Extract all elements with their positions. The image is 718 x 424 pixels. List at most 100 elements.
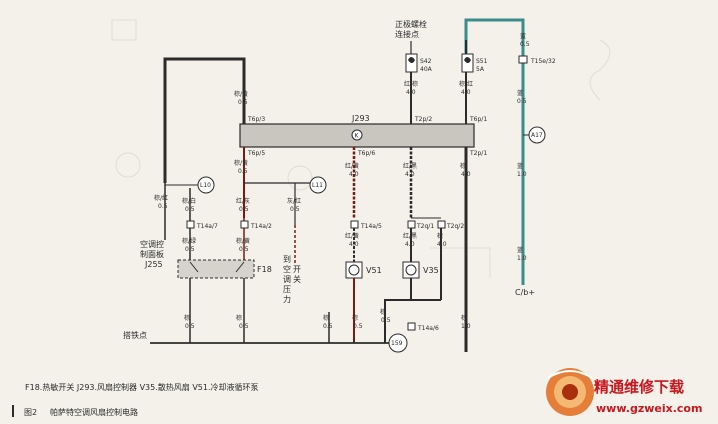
v51-label: V51 <box>366 266 382 275</box>
fuse-s51-name: S51 <box>476 58 488 65</box>
v35-label: V35 <box>423 266 439 275</box>
fuse-s42-rating: 40A <box>420 66 433 73</box>
motor-v51-icon <box>348 264 360 276</box>
svg-text:调: 调 <box>283 275 291 284</box>
motor-v51 <box>345 261 363 279</box>
wires-w8-size: 4.0 <box>461 171 471 178</box>
watermark-cn: 精通维修下载 <box>594 378 684 396</box>
marker-l11 <box>309 176 327 194</box>
svg-text:空: 空 <box>283 264 291 274</box>
wires-w12-color: 红/灰 <box>236 197 250 205</box>
wires-w11-color: 棕/白 <box>182 197 196 205</box>
j255-label-2: 制面板 <box>140 249 164 259</box>
wires-w18-color: 红/黄 <box>345 232 359 240</box>
wires-w21-color: 棕 <box>323 314 329 322</box>
wires-w16-color: 棕 <box>184 314 190 322</box>
wires-w24-color: 棕 <box>461 314 467 322</box>
j255-label-1: 空调控 <box>140 239 164 249</box>
pin-t6p1: T6p/1 <box>469 116 487 123</box>
wires-w5-size: 0.5 <box>238 168 248 175</box>
fuse-s51-rating: 5A <box>476 66 485 73</box>
caption-fig: 图2 <box>24 408 37 417</box>
pin-t2p1: T2p/1 <box>469 150 487 157</box>
svg-text:力: 力 <box>283 294 291 304</box>
wires-w2-size: 4.0 <box>406 89 416 96</box>
wires-w8-color: 棕 <box>460 162 466 170</box>
connector-t15-size: 0.5 <box>520 41 530 48</box>
pin-t2q1: T2q/1 <box>416 223 434 230</box>
j255-label-3: J255 <box>144 260 163 269</box>
connector-t2q2 <box>437 220 446 229</box>
marker-a17-label: A17 <box>531 132 543 139</box>
wires-w3-color: 棕/红 <box>459 80 473 88</box>
watermark-url: www.gzweix.com <box>596 402 702 415</box>
positive-bolt-label-2: 连接点 <box>395 29 419 39</box>
wires-w9-size: 1.0 <box>517 171 527 178</box>
module-j293-label: J293 <box>351 114 370 123</box>
pressure-switch-label: 到 空 开 调 关 压 力 <box>283 255 301 304</box>
connector-t15 <box>518 55 528 64</box>
wires-w6-size: 4.0 <box>349 171 359 178</box>
pin-t2q2: T2q/2 <box>446 223 464 230</box>
pin-t14a7: T14a/7 <box>196 223 218 230</box>
wires-w1-color: 棕/黄 <box>234 90 248 98</box>
legend-text: F18.热敏开关 J293.风扇控制器 V35.散热风扇 V51.冷却液循环泵 <box>25 382 259 392</box>
motor-v35 <box>402 261 420 279</box>
connector-t15-label: T15e/32 <box>530 58 556 65</box>
pin-t14a5: T14a/5 <box>360 223 382 230</box>
pin-t14a6: T14a/6 <box>417 325 439 332</box>
f18-label: F18 <box>257 265 272 274</box>
caption-bar <box>12 405 14 417</box>
wire-top-loop <box>163 57 246 183</box>
wires-w4-size: 0.5 <box>517 98 527 105</box>
caption-title: 帕萨特空调风扇控制电路 <box>50 407 138 417</box>
wires-w15-size: 0.5 <box>239 246 249 253</box>
pin-t6p3: T6p/3 <box>247 116 265 123</box>
svg-text:关: 关 <box>293 274 301 284</box>
wires-w5-color: 棕/黄 <box>234 159 248 167</box>
connector-t14a7 <box>186 220 195 229</box>
fuse-s42-name: S42 <box>420 58 432 65</box>
wires-w10-color: 棕/红 <box>154 194 168 202</box>
connector-t14a6 <box>407 322 416 331</box>
wires-w1-size: 0.5 <box>238 99 248 106</box>
wires-w23-color: 棕 <box>380 308 386 316</box>
wires-w7-size: 4.0 <box>405 171 415 178</box>
cb-plus-label: C/b+ <box>515 288 535 297</box>
connector-t14a2 <box>240 220 249 229</box>
pin-t14a2: T14a/2 <box>250 223 272 230</box>
wires-w25-size: 1.0 <box>517 255 527 262</box>
wires-w17-color: 棕 <box>236 314 242 322</box>
wires-w19-size: 4.0 <box>405 241 415 248</box>
wires-w11-size: 0.5 <box>185 206 195 213</box>
watermark-logo-icon <box>546 368 594 416</box>
svg-text:开: 开 <box>293 265 301 274</box>
wires-w13-size: 0.5 <box>290 206 300 213</box>
connector-t2q1 <box>407 220 416 229</box>
pin-t2p2: T2p/2 <box>414 116 432 123</box>
wires-w24-size: 1.0 <box>461 323 471 330</box>
ground-label: 搭铁点 <box>123 330 147 340</box>
connector-t14a5 <box>350 220 359 229</box>
wires-w22-color: 棕 <box>352 314 358 322</box>
marker-l10-label: L10 <box>200 182 211 189</box>
svg-text:压: 压 <box>283 285 291 294</box>
wires-w2-color: 红/棕 <box>404 80 418 88</box>
connector-t15-color: 蓝 <box>520 32 526 40</box>
wires-w21-size: 0.5 <box>323 323 333 330</box>
module-symbol-icon <box>351 129 363 141</box>
background-texture <box>111 19 611 278</box>
wires-w7-color: 红/黑 <box>403 162 417 170</box>
component-f18 <box>177 259 255 279</box>
wires-w14-size: 0.5 <box>185 246 195 253</box>
pin-t6p6: T6p/6 <box>357 150 375 157</box>
module-symbol-label: K <box>355 133 360 140</box>
positive-bolt-label-1: 正极螺栓 <box>395 19 427 29</box>
wires-w3-size: 4.0 <box>461 89 471 96</box>
fuse-s51 <box>461 53 474 73</box>
wires-w6-color: 红/黄 <box>345 162 359 170</box>
marker-l11-label: L11 <box>312 182 323 189</box>
marker-159-label: 159 <box>391 340 403 347</box>
